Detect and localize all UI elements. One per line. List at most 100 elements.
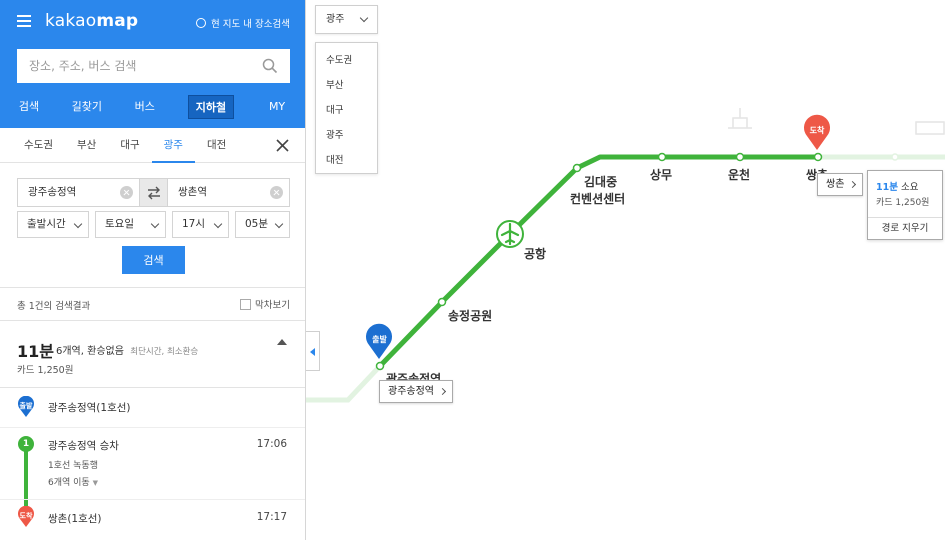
- chevron-right-icon: [438, 387, 447, 396]
- ride-time: 17:06: [256, 438, 287, 450]
- tab-my[interactable]: MY: [268, 100, 286, 113]
- route-detail: 6개역, 환승없음 최단시간, 최소환승: [56, 346, 199, 357]
- step-end: 도착 쌍촌(1호선) 17:17: [0, 500, 305, 540]
- destination-station-tag[interactable]: 쌍촌: [817, 173, 864, 196]
- menu-icon[interactable]: [17, 15, 31, 27]
- route-fare: 카드 1,250원: [17, 365, 74, 376]
- route-inputs: 광주송정역 쌍촌역: [17, 178, 290, 207]
- station-dots: [375, 152, 823, 371]
- start-badge: 출발: [19, 402, 33, 410]
- city-option-daegu[interactable]: 대구: [326, 105, 344, 116]
- chevron-right-icon: [849, 180, 857, 189]
- swap-icon: [147, 186, 160, 199]
- step-ride: 광주송정역 승차 17:06 1호선 녹동행 6개역 이동 ▼: [0, 428, 305, 500]
- start-station-name: 광주송정역(1호선): [48, 402, 131, 414]
- line-number-badge: 1: [18, 436, 34, 452]
- map-end-pin-icon[interactable]: [804, 114, 831, 150]
- chevron-down-icon: [150, 219, 160, 229]
- chevron-down-icon: [359, 13, 369, 23]
- station-label-songjeong-park[interactable]: 송정공원: [448, 309, 493, 323]
- time-options: 출발시간 토요일 17시 05분: [17, 211, 290, 238]
- city-option-gwangju[interactable]: 광주: [326, 130, 344, 141]
- chevron-down-icon: [213, 219, 223, 229]
- city-option-busan[interactable]: 부산: [326, 80, 344, 91]
- collapse-caret-icon[interactable]: [277, 339, 287, 345]
- city-select-value: 광주: [326, 14, 345, 25]
- end-time: 17:17: [256, 511, 287, 523]
- region-tab-capital[interactable]: 수도권: [24, 138, 53, 151]
- clear-destination-icon[interactable]: [270, 186, 283, 199]
- station-label-kdj-line2[interactable]: 컨벤션센터: [570, 192, 626, 206]
- minute-select[interactable]: 05분: [235, 211, 290, 238]
- time-type-select[interactable]: 출발시간: [17, 211, 89, 238]
- station-label-sangmu[interactable]: 상무: [650, 168, 673, 182]
- ride-title: 광주송정역 승차: [48, 440, 119, 452]
- city-option-capital[interactable]: 수도권: [326, 55, 353, 66]
- last-train-toggle[interactable]: 막차보기: [240, 297, 290, 311]
- tab-directions[interactable]: 길찾기: [71, 100, 103, 113]
- end-pin-icon: [18, 506, 34, 527]
- checkbox-icon[interactable]: [240, 298, 252, 310]
- result-bar: 총 1건의 검색결과 막차보기: [0, 287, 305, 321]
- origin-value: 광주송정역: [28, 186, 77, 198]
- end-station-name: 쌍촌(1호선): [48, 513, 102, 525]
- search-input[interactable]: [17, 49, 290, 83]
- city-option-daejeon[interactable]: 대전: [326, 155, 344, 166]
- panel-header: kakaomap 현 지도 내 장소검색 검색 길찾기 버스 지하철 MY: [0, 0, 305, 128]
- step-start: 출발 광주송정역(1호선): [0, 388, 305, 428]
- swap-button[interactable]: [139, 179, 168, 206]
- map-start-pin-text: 출발: [372, 335, 387, 344]
- route-search-button[interactable]: 검색: [122, 246, 185, 274]
- region-tab-gwangju[interactable]: 광주: [151, 128, 195, 163]
- current-map-search-label: 현 지도 내 장소검색: [211, 19, 290, 30]
- subway-map[interactable]: [306, 0, 945, 540]
- station-label-uncheon[interactable]: 운천: [728, 168, 751, 182]
- radio-icon: [196, 18, 207, 28]
- popup-fare: 카드 1,250원: [876, 198, 930, 208]
- last-train-label: 막차보기: [255, 300, 290, 311]
- day-select[interactable]: 토요일: [95, 211, 166, 238]
- airport-icon[interactable]: [496, 220, 524, 248]
- tab-subway[interactable]: 지하철: [187, 95, 235, 119]
- tab-search[interactable]: 검색: [18, 100, 40, 113]
- station-label-kdj-line1[interactable]: 김대중: [584, 175, 618, 189]
- ride-stops-toggle[interactable]: 6개역 이동 ▼: [48, 478, 98, 488]
- tab-bus[interactable]: 버스: [134, 100, 155, 113]
- map-end-pin-text: 도착: [809, 126, 825, 135]
- clear-route-button[interactable]: 경로 지우기: [868, 217, 942, 240]
- origin-field[interactable]: 광주송정역: [18, 179, 139, 206]
- city-select[interactable]: 광주: [315, 5, 378, 34]
- station-label-airport[interactable]: 공항: [524, 247, 547, 261]
- panel-collapse-button[interactable]: [306, 331, 320, 371]
- popup-duration: 11분 소요: [876, 182, 919, 193]
- route-info-popup: 11분 소요 카드 1,250원 경로 지우기: [867, 170, 943, 240]
- region-tabs: 수도권 부산 대구 광주 대전: [0, 128, 305, 163]
- region-tab-daegu[interactable]: 대구: [120, 138, 140, 151]
- kakaomap-logo[interactable]: kakaomap: [45, 11, 139, 31]
- route-detail-note: 최단시간, 최소환승: [130, 347, 199, 357]
- chevron-down-icon: [73, 219, 83, 229]
- clear-origin-icon[interactable]: [120, 186, 133, 199]
- subway-line-canvas: [306, 108, 945, 403]
- left-panel: kakaomap 현 지도 내 장소검색 검색 길찾기 버스 지하철 MY 수도…: [0, 0, 306, 540]
- main-nav: 검색 길찾기 버스 지하철 MY: [0, 95, 305, 119]
- current-map-search-toggle[interactable]: 현 지도 내 장소검색: [196, 16, 290, 30]
- map-start-pin-icon[interactable]: [366, 323, 392, 359]
- result-count: 총 1건의 검색결과: [17, 301, 91, 312]
- start-pin-icon: [18, 396, 34, 417]
- ride-direction: 1호선 녹동행: [48, 461, 98, 471]
- city-dropdown-list: 수도권 부산 대구 광주 대전: [315, 42, 378, 174]
- destination-value: 쌍촌역: [178, 186, 207, 198]
- region-tab-busan[interactable]: 부산: [76, 138, 97, 151]
- destination-field[interactable]: 쌍촌역: [168, 179, 289, 206]
- search-icon[interactable]: [262, 58, 278, 74]
- region-tab-daejeon[interactable]: 대전: [206, 138, 227, 151]
- hour-select[interactable]: 17시: [172, 211, 229, 238]
- close-icon[interactable]: [276, 139, 289, 152]
- line1-route-bar: [24, 442, 28, 514]
- end-badge: 도착: [19, 512, 33, 520]
- chevron-down-icon: [274, 219, 284, 229]
- origin-station-tag[interactable]: 광주송정역: [379, 380, 453, 403]
- route-summary[interactable]: 11분 6개역, 환승없음 최단시간, 최소환승 카드 1,250원: [0, 322, 305, 388]
- route-duration: 11분: [17, 342, 54, 361]
